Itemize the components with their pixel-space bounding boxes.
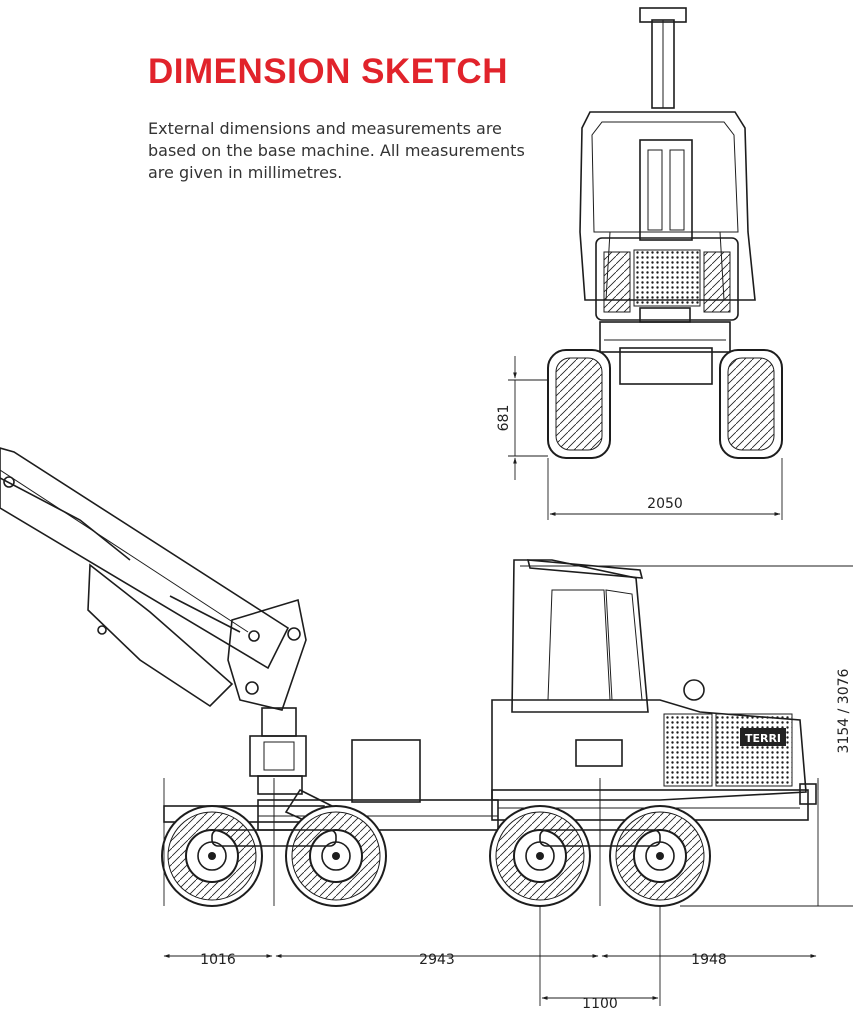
side-view-wheels bbox=[161, 805, 711, 907]
front-dimension-lines bbox=[508, 356, 783, 520]
side-view-machine bbox=[0, 447, 817, 842]
dim-681: 681 bbox=[496, 405, 512, 432]
dim-1948: 1948 bbox=[691, 952, 727, 968]
dim-2943: 2943 bbox=[419, 952, 455, 968]
dim-3154-3076: 3154 / 3076 bbox=[836, 668, 852, 753]
side-dimension-ground-refs bbox=[163, 778, 819, 906]
dim-1016: 1016 bbox=[200, 952, 236, 968]
dim-1100: 1100 bbox=[582, 996, 618, 1012]
front-view-machine bbox=[547, 7, 783, 459]
dim-2050: 2050 bbox=[647, 496, 683, 512]
page-title: DIMENSION SKETCH bbox=[148, 52, 508, 91]
description-text: External dimensions and measurements are… bbox=[148, 119, 525, 182]
brand-mark: TERRI bbox=[745, 732, 781, 745]
